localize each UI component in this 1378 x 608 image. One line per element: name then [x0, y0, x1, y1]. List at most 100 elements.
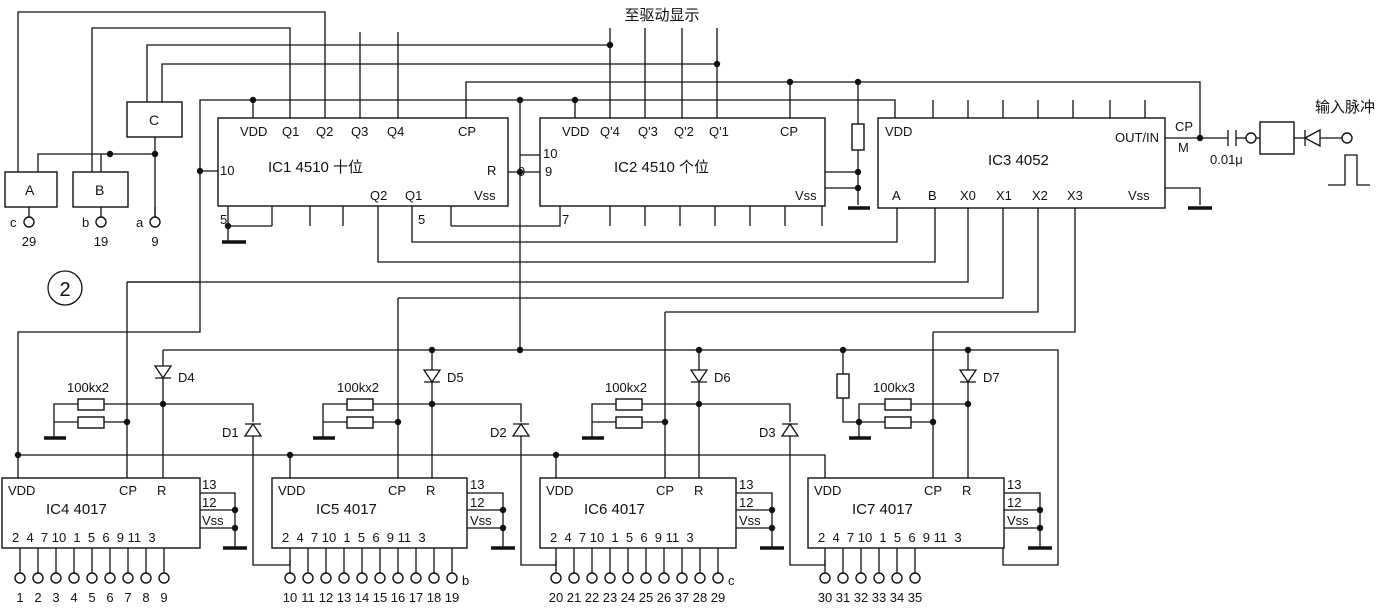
ic6-title: IC6 4017 [584, 501, 645, 518]
resistor-label-4: 100kx3 [873, 380, 915, 395]
ic4-title: IC4 4017 [46, 501, 107, 518]
resistor-label-1: 100kx2 [67, 380, 109, 395]
resistor-label-3: 100kx2 [605, 380, 647, 395]
output-terminal [50, 572, 62, 584]
ic2-vss-label: Vss [795, 188, 817, 203]
output-number: 3 [52, 590, 59, 605]
output-number: 24 [621, 590, 635, 605]
ic5-4017: VDD IC5 4017 CP R 2 4 7 10 1 5 6 9 11 3 … [271, 477, 515, 550]
output-terminal [284, 572, 296, 584]
output-terminal [604, 572, 616, 584]
ic2-q3-label: Q'3 [638, 124, 658, 139]
output-number: 19 [445, 590, 459, 605]
output-number: 6 [106, 590, 113, 605]
output-terminal [356, 572, 368, 584]
gate-a-label: A [25, 182, 35, 198]
ic1-pin5-label: 5 [220, 212, 227, 227]
output-number: 8 [142, 590, 149, 605]
output-number: 7 [124, 590, 131, 605]
ic2-pin9-label: 9 [545, 164, 552, 179]
output-number: 35 [908, 590, 922, 605]
ic4-pins: 2 4 7 10 1 5 6 9 11 3 [12, 530, 156, 545]
input-c-label: c [10, 215, 17, 230]
diode-d5-label: D5 [447, 370, 464, 385]
output-terminal [676, 572, 688, 584]
gate-b: B [72, 171, 129, 208]
ic1-q4-label: Q4 [387, 124, 404, 139]
output-number: 18 [427, 590, 441, 605]
output-terminal [909, 572, 921, 584]
ic6-r-label: R [694, 483, 703, 498]
display-drive-label: 至驱动显示 [624, 7, 699, 24]
ic2-4510: VDD Q'4 Q'3 Q'2 Q'1 CP 10 9 IC2 4510 个位 … [518, 117, 826, 227]
output-number: 31 [836, 590, 850, 605]
output-terminal [694, 572, 706, 584]
input-pulse-label: 输入脉冲 [1315, 99, 1375, 116]
output-number: 15 [373, 590, 387, 605]
output-terminal [855, 572, 867, 584]
ic4-4017: VDD IC4 4017 CP R 2 4 7 10 1 5 6 9 11 3 … [1, 477, 247, 550]
ic5-vdd-label: VDD [278, 483, 305, 498]
output-end-label: b [462, 573, 469, 588]
output-terminal [140, 572, 152, 584]
ic7-pin13-label: 13 [1007, 477, 1021, 492]
terminal-9-label: 9 [151, 234, 158, 249]
output-terminal [86, 572, 98, 584]
output-terminal [658, 572, 670, 584]
ic1-4510: VDD Q1 Q2 Q3 Q4 CP 10 IC1 4510 十位 R Q2 Q… [217, 117, 509, 227]
ic6-pins: 2 4 7 10 1 5 6 9 11 3 [550, 530, 694, 545]
ic4-vdd-label: VDD [8, 483, 35, 498]
output-terminal [122, 572, 134, 584]
diode-d3-label: D3 [759, 425, 776, 440]
gate-b-label: B [95, 182, 104, 198]
ic1-vss-label: Vss [474, 188, 496, 203]
output-terminal [338, 572, 350, 584]
ic3-x2-label: X2 [1032, 188, 1048, 203]
decoder-network [14, 281, 978, 566]
diode-d2-label: D2 [490, 425, 507, 440]
section-number: 2 [59, 279, 70, 301]
output-number: 16 [391, 590, 405, 605]
output-terminal [14, 572, 26, 584]
ic3-m-label: M [1178, 140, 1189, 155]
diode-d4-label: D4 [178, 370, 195, 385]
output-number: 12 [319, 590, 333, 605]
ic5-vss-label: Vss [470, 513, 492, 528]
output-terminal [392, 572, 404, 584]
output-terminal [374, 572, 386, 584]
ic4-pin13-label: 13 [202, 477, 216, 492]
ic7-cp-label: CP [924, 483, 942, 498]
output-number: 10 [283, 590, 297, 605]
ic1-title: IC1 4510 十位 [268, 159, 363, 176]
terminal-a [149, 216, 161, 228]
ic2-vdd-label: VDD [562, 124, 589, 139]
output-number: 2 [34, 590, 41, 605]
ic3-cp-label: CP [1175, 119, 1193, 134]
ic6-vss-label: Vss [739, 513, 761, 528]
output-number: 29 [711, 590, 725, 605]
output-number: 9 [160, 590, 167, 605]
output-terminal [302, 572, 314, 584]
ic6-pin13-label: 13 [739, 477, 753, 492]
top-junctions [106, 41, 1204, 354]
output-terminal [568, 572, 580, 584]
diode-d7-label: D7 [983, 370, 1000, 385]
output-terminal [586, 572, 598, 584]
output-terminal [428, 572, 440, 584]
ic3-outin-label: OUT/IN [1115, 130, 1159, 145]
ic2-pin7-label: 7 [562, 212, 569, 227]
ic5-pin13-label: 13 [470, 477, 484, 492]
ic3-pullup-resistor [851, 123, 865, 151]
ic4-vss-label: Vss [202, 513, 224, 528]
ic2-title: IC2 4510 个位 [614, 159, 709, 176]
top-wiring [17, 11, 1228, 566]
ic1-q2-label: Q2 [316, 124, 333, 139]
output-terminal [891, 572, 903, 584]
ic6-pin12-label: 12 [739, 495, 753, 510]
ic1-out-q1-label: Q1 [405, 188, 422, 203]
ic5-cp-label: CP [388, 483, 406, 498]
ic3-x3-label: X3 [1067, 188, 1083, 203]
ic4-r-label: R [157, 483, 166, 498]
ic1-r-label: R [487, 163, 496, 178]
ic3-x1-label: X1 [996, 188, 1012, 203]
